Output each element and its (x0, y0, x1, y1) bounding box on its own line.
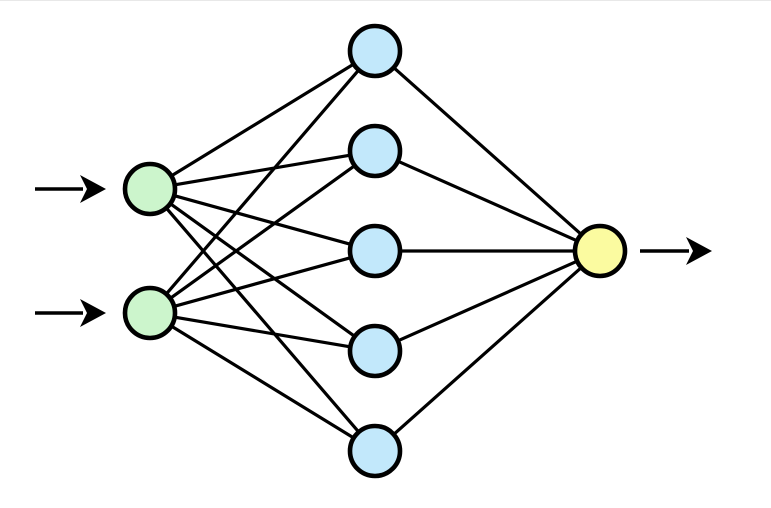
edge-i1-to-h3 (170, 193, 355, 247)
edge-i2-to-h1 (163, 66, 362, 298)
edge-i1-to-h4 (167, 200, 358, 340)
edge-i2-to-h2 (167, 162, 358, 302)
edge-i2-to-h5 (167, 323, 358, 441)
edge-i1-to-h1 (167, 61, 358, 179)
output-node-1[interactable] (572, 223, 628, 279)
input-arrow-1 (35, 175, 106, 203)
output-arrow-1 (640, 237, 712, 265)
edge-i2-to-h3 (170, 255, 355, 309)
hidden-node-3[interactable] (347, 223, 403, 279)
hidden-node-2[interactable] (347, 123, 403, 179)
input-arrow-2 (35, 299, 106, 327)
nodes-group (122, 23, 628, 479)
input-arrow-1-head-icon (80, 175, 106, 203)
edges-group (163, 61, 585, 441)
edge-h4-to-o1 (394, 258, 581, 344)
edge-h1-to-o1 (390, 64, 585, 238)
edge-i1-to-h2 (171, 153, 354, 187)
hidden-node-4[interactable] (347, 323, 403, 379)
hidden-node-1[interactable] (347, 23, 403, 79)
output-arrow-1-head-icon (686, 237, 712, 265)
input-arrow-2-head-icon (80, 299, 106, 327)
io-arrows-group (35, 175, 712, 327)
edge-i1-to-h5 (163, 204, 362, 436)
edge-h2-to-o1 (394, 158, 581, 244)
input-node-2[interactable] (122, 285, 178, 341)
input-node-1[interactable] (122, 161, 178, 217)
edge-h5-to-o1 (390, 264, 585, 438)
edge-i2-to-h4 (171, 315, 354, 349)
hidden-node-5[interactable] (347, 423, 403, 479)
